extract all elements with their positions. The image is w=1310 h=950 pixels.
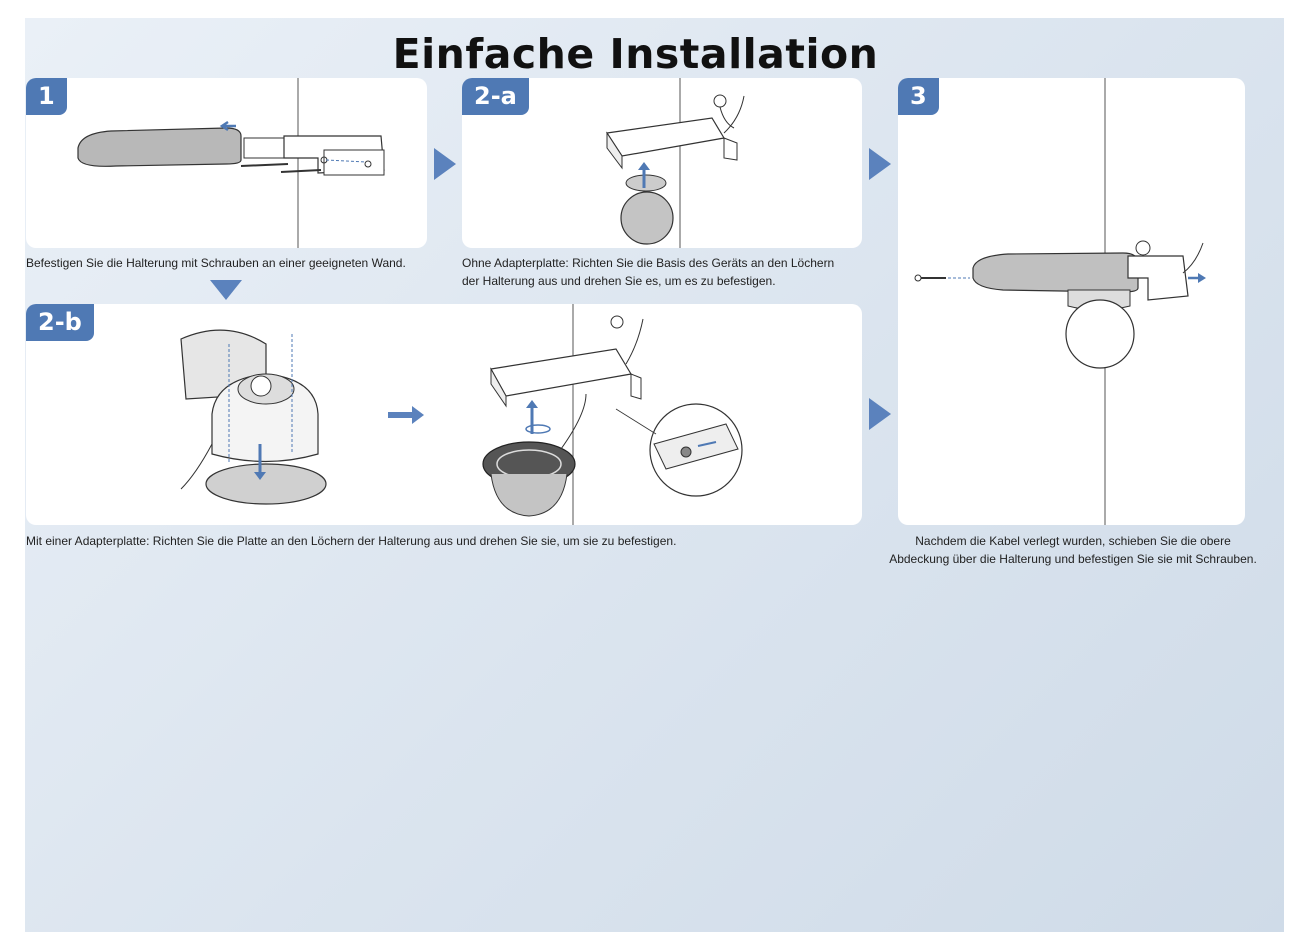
installation-guide: Einfache Installation 1 Befestigen Sie d… (25, 18, 1284, 932)
step-2a-panel: 2-a (462, 78, 862, 248)
step-2b-caption: Mit einer Adapterplatte: Richten Sie die… (26, 534, 677, 548)
step-2a-caption: Ohne Adapterplatte: Richten Sie die Basi… (462, 254, 834, 290)
step-2b-panel: 2-b (26, 304, 862, 525)
step-2a-caption-line1: Ohne Adapterplatte: Richten Sie die Basi… (462, 256, 835, 270)
step-1-badge: 1 (26, 78, 67, 115)
page-title: Einfache Installation (392, 30, 879, 78)
right-arrow-icon (869, 398, 891, 430)
step-3-panel: 3 (898, 78, 1245, 525)
right-arrow-icon (434, 148, 456, 180)
step-1-panel: 1 (26, 78, 427, 248)
step-2b-illustration (180, 304, 743, 525)
step-3-caption-line2: Abdeckung über die Halterung und befesti… (889, 552, 1257, 566)
step-1-illustration (77, 78, 385, 248)
step-3-caption-line1: Nachdem die Kabel verlegt wurden, schieb… (915, 534, 1231, 548)
right-arrow-icon (869, 148, 891, 180)
step-2a-badge: 2-a (462, 78, 529, 115)
down-arrow-icon (210, 280, 242, 300)
step-2b-badge: 2-b (26, 304, 94, 341)
step-3-badge: 3 (898, 78, 939, 115)
step-1-caption: Befestigen Sie die Halterung mit Schraub… (26, 256, 406, 270)
step-2a-caption-line2: der Halterung aus und drehen Sie es, um … (462, 274, 776, 288)
step-2a-illustration (605, 78, 745, 248)
step-3-caption: Nachdem die Kabel verlegt wurden, schieb… (888, 532, 1258, 568)
step-3-illustration (914, 78, 1206, 525)
